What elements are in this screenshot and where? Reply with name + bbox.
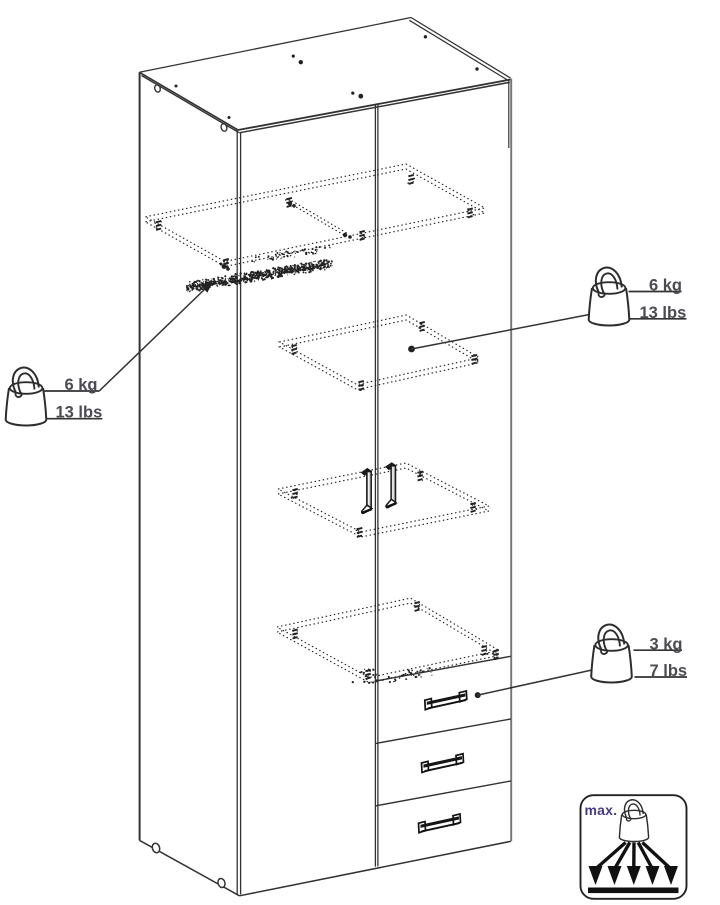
svg-text:7 lbs: 7 lbs — [650, 662, 688, 680]
svg-text:13 lbs: 13 lbs — [56, 404, 103, 422]
svg-text:3 kg: 3 kg — [650, 635, 683, 653]
svg-text:6 kg: 6 kg — [65, 376, 98, 394]
svg-text:max.: max. — [585, 802, 618, 818]
svg-text:6 kg: 6 kg — [649, 277, 682, 295]
svg-text:13 lbs: 13 lbs — [640, 304, 687, 322]
